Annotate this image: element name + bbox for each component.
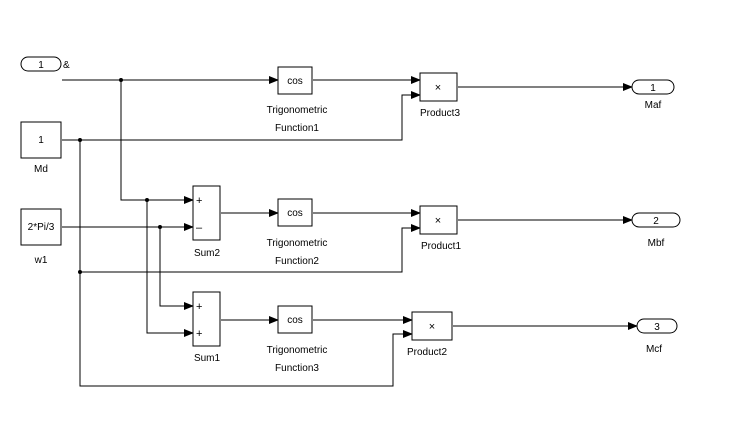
trig3-name-line1: Trigonometric — [267, 345, 328, 356]
trig1-name-line2: Function1 — [275, 123, 319, 134]
trig2-name-line2: Function2 — [275, 256, 319, 267]
outport-mcf[interactable]: 3 Mcf — [636, 318, 678, 355]
constant-md-value: 1 — [38, 135, 44, 146]
product2-name: Product2 — [407, 347, 447, 358]
sum1-box — [192, 291, 221, 347]
wire-inport-branch-sum1 — [146, 200, 194, 337]
trig-function1-block[interactable]: cos Trigonometric Function1 — [267, 66, 328, 134]
product2-box — [411, 311, 453, 341]
constant-md[interactable]: 1 Md — [20, 121, 62, 175]
product3-box — [419, 72, 458, 102]
trig2-box — [277, 198, 313, 227]
product1-symbol: × — [435, 215, 441, 227]
outport-mcf-name: Mcf — [646, 344, 662, 355]
product2-block[interactable]: × Product2 — [407, 311, 453, 358]
sum1-name: Sum1 — [194, 353, 221, 364]
sum1-sign-2: + — [196, 328, 202, 340]
outport-mcf-shape — [636, 318, 678, 334]
wire-inport-branch-down — [120, 80, 194, 204]
product1-box — [419, 205, 458, 235]
sum1-block[interactable]: + + Sum1 — [192, 291, 221, 364]
branch-points — [78, 78, 162, 274]
outport-mcf-number: 3 — [654, 322, 660, 333]
sum2-block[interactable]: + – Sum2 — [192, 185, 221, 259]
sum1-sign-1: + — [196, 301, 202, 313]
constant-md-name: Md — [34, 164, 48, 175]
product1-name: Product1 — [421, 241, 461, 252]
product3-symbol: × — [435, 82, 441, 94]
branch-dot — [78, 138, 82, 142]
outport-mbf-shape — [631, 212, 681, 228]
outport-mbf[interactable]: 2 Mbf — [631, 212, 681, 249]
product2-symbol: × — [429, 321, 435, 333]
wire-md-to-product3 — [62, 91, 421, 141]
product3-block[interactable]: × Product3 — [419, 72, 460, 119]
outport-maf-number: 1 — [650, 83, 656, 94]
trig-function3-block[interactable]: cos Trigonometric Function3 — [267, 305, 328, 374]
sum2-sign-2: – — [196, 222, 203, 234]
sum2-name: Sum2 — [194, 248, 221, 259]
product1-block[interactable]: × Product1 — [419, 205, 461, 252]
outport-mbf-name: Mbf — [648, 238, 665, 249]
sum2-box — [192, 185, 221, 241]
trig1-name-line1: Trigonometric — [267, 105, 328, 116]
trig1-box — [277, 66, 313, 95]
trig2-name-line1: Trigonometric — [267, 238, 328, 249]
wire-md-branch-down — [79, 140, 413, 387]
constant-w1-box — [20, 208, 62, 246]
trig3-func: cos — [287, 315, 303, 326]
constant-md-box — [20, 121, 62, 159]
branch-dot — [119, 78, 123, 82]
inport-shape — [20, 56, 62, 72]
outport-mbf-number: 2 — [653, 216, 659, 227]
trig3-name-line2: Function3 — [275, 363, 319, 374]
wire-md-to-product1 — [80, 224, 421, 273]
constant-w1[interactable]: 2*Pi/3 w1 — [20, 208, 62, 266]
trig2-func: cos — [287, 208, 303, 219]
trig1-func: cos — [287, 76, 303, 87]
outport-maf[interactable]: 1 Maf — [631, 79, 675, 111]
branch-dot — [78, 270, 82, 274]
outport-maf-shape — [631, 79, 675, 95]
sum2-sign-1: + — [196, 195, 202, 207]
outport-maf-name: Maf — [645, 100, 662, 111]
branch-dot — [158, 225, 162, 229]
constant-w1-name: w1 — [34, 255, 48, 266]
constant-w1-value: 2*Pi/3 — [28, 222, 55, 233]
inport-number: 1 — [38, 60, 44, 71]
wire-w1-branch-sum1 — [159, 227, 194, 310]
inport-signal-label: & — [63, 60, 70, 71]
signal-lines — [62, 76, 638, 387]
product3-name: Product3 — [420, 108, 460, 119]
inport-1[interactable]: 1 & — [20, 56, 70, 72]
branch-dot — [145, 198, 149, 202]
trig3-box — [277, 305, 313, 334]
trig-function2-block[interactable]: cos Trigonometric Function2 — [267, 198, 328, 267]
